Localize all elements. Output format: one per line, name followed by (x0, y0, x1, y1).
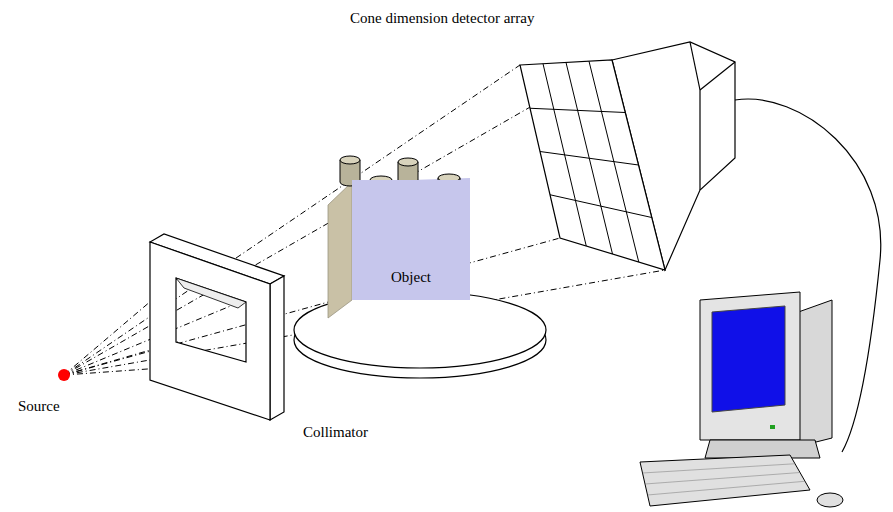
collimator-label: Collimator (303, 424, 368, 441)
detector-label: Cone dimension detector array (350, 10, 535, 27)
object-label: Object (391, 269, 431, 286)
object-panel: Object (352, 180, 470, 300)
object-block (328, 178, 470, 318)
detector-array (520, 42, 735, 270)
x-ray-source (58, 369, 70, 381)
collimator (150, 234, 284, 420)
source-label: Source (18, 398, 60, 415)
computer (640, 292, 843, 507)
